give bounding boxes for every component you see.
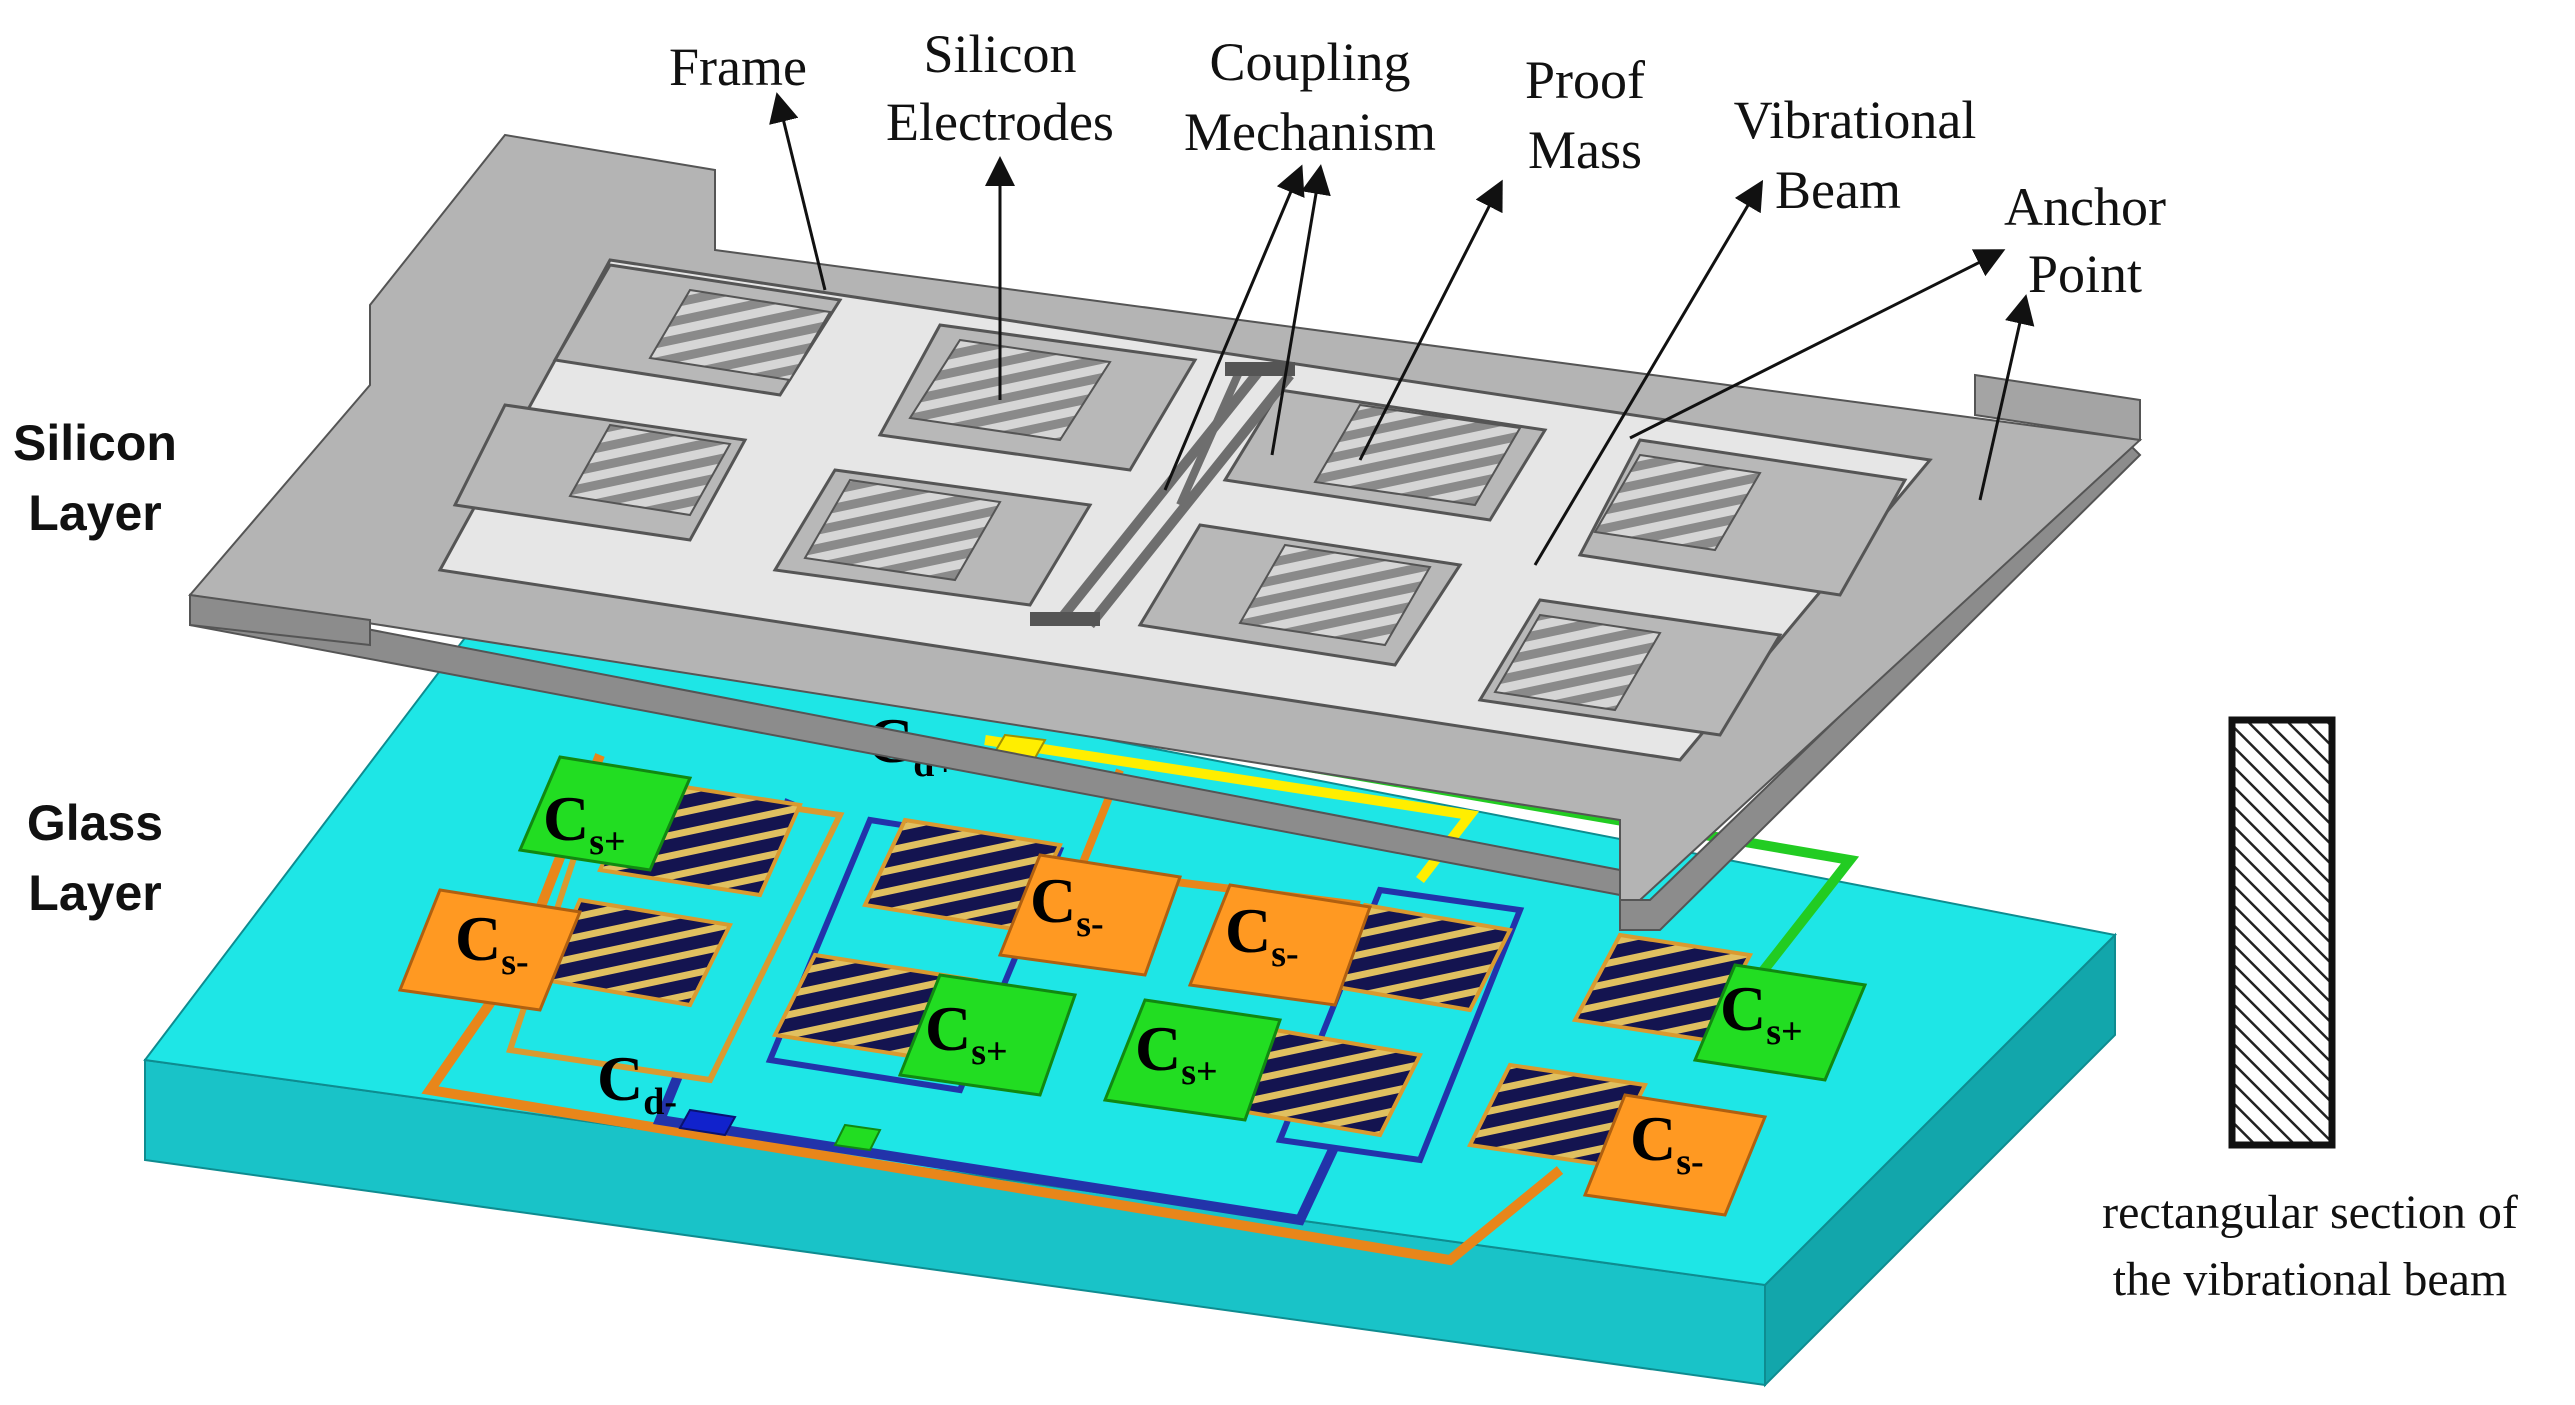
svg-text:Silicon: Silicon bbox=[923, 24, 1076, 84]
callout-vibrational-beam: Vibrational Beam bbox=[1533, 90, 1977, 566]
svg-text:Coupling: Coupling bbox=[1209, 32, 1410, 92]
callout-proof-mass: Proof Mass bbox=[1358, 50, 1645, 461]
callout-silicon-electrodes: Silicon Electrodes bbox=[886, 24, 1114, 400]
si-electrode-comb-2 bbox=[908, 338, 1112, 442]
cd-minus-label: Cd- bbox=[597, 1043, 677, 1123]
cs-plus-label-3: Cs+ bbox=[1135, 1013, 1218, 1093]
si-electrode-comb-8 bbox=[1493, 613, 1662, 712]
svg-text:Mass: Mass bbox=[1528, 120, 1642, 180]
glass-layer: Cd+ Cd- Cs+ Cs+ Cs+ Cs+ Cs- Cs- Cs- Cs- bbox=[143, 616, 2118, 1388]
silicon-layer-label: Silicon Layer bbox=[13, 415, 177, 541]
svg-text:Vibrational: Vibrational bbox=[1734, 90, 1977, 150]
coupling-beam-3 bbox=[1176, 368, 1244, 507]
cs-minus-label-4: Cs- bbox=[1630, 1103, 1704, 1183]
trace-orange-outer bbox=[421, 753, 1564, 1266]
cs-plus-pad-1 bbox=[517, 755, 693, 872]
cs-plus-label-1: Cs+ bbox=[543, 783, 626, 863]
green-small-pad bbox=[833, 1123, 882, 1152]
cs-minus-label-1: Cs- bbox=[455, 903, 529, 983]
svg-text:Layer: Layer bbox=[28, 865, 161, 921]
coupling-beam-1 bbox=[1056, 366, 1264, 624]
si-electrode-comb-7 bbox=[1593, 453, 1762, 552]
svg-text:Glass: Glass bbox=[27, 795, 163, 851]
si-electrode-comb-4 bbox=[803, 478, 1002, 582]
right-anchor-block bbox=[1974, 373, 2141, 442]
cs-plus-pad-3 bbox=[1102, 998, 1283, 1122]
si-electrode-comb-5 bbox=[1313, 403, 1522, 507]
si-electrode-comb-6 bbox=[1238, 543, 1432, 647]
svg-text:Beam: Beam bbox=[1775, 160, 1901, 220]
cs-minus-pad-3 bbox=[1187, 883, 1373, 1007]
callout-anchor-point: Anchor Point bbox=[1629, 177, 2166, 501]
svg-text:Mechanism: Mechanism bbox=[1184, 102, 1436, 162]
beam-section-caption: rectangular section of the vibrational b… bbox=[2102, 1186, 2518, 1306]
cs-minus-label-3: Cs- bbox=[1225, 895, 1299, 975]
callout-frame: Frame bbox=[669, 37, 827, 291]
callout-coupling-mechanism: Coupling Mechanism bbox=[1163, 32, 1436, 491]
svg-text:the vibrational beam: the vibrational beam bbox=[2113, 1253, 2508, 1306]
svg-text:Point: Point bbox=[2028, 244, 2142, 304]
svg-text:Anchor: Anchor bbox=[2004, 177, 2166, 237]
cs-plus-pad-4 bbox=[1692, 963, 1868, 1082]
cs-minus-pad-1 bbox=[397, 888, 583, 1012]
cs-minus-pad-4 bbox=[1582, 1093, 1768, 1217]
svg-text:rectangular section of: rectangular section of bbox=[2102, 1186, 2518, 1239]
coupling-link-bottom bbox=[1030, 612, 1100, 626]
coupling-beam-2 bbox=[1086, 371, 1294, 629]
cs-minus-label-2: Cs- bbox=[1030, 865, 1104, 945]
glass-layer-label: Glass Layer bbox=[27, 795, 163, 921]
cs-plus-label-2: Cs+ bbox=[925, 993, 1008, 1073]
svg-text:Layer: Layer bbox=[28, 485, 161, 541]
beam-section-hatched-rect bbox=[2228, 716, 2336, 1149]
cs-plus-label-4: Cs+ bbox=[1720, 973, 1803, 1053]
svg-text:Proof: Proof bbox=[1525, 50, 1645, 110]
si-electrode-comb-1 bbox=[648, 288, 832, 382]
cs-minus-pad-2 bbox=[997, 853, 1183, 977]
silicon-layer bbox=[188, 133, 2143, 931]
cs-plus-pad-2 bbox=[897, 973, 1078, 1097]
left-anchor-block bbox=[189, 593, 371, 647]
svg-text:Silicon: Silicon bbox=[13, 415, 177, 471]
cd-minus-pad bbox=[678, 1108, 737, 1137]
si-electrode-comb-3 bbox=[568, 423, 732, 517]
svg-text:Frame: Frame bbox=[669, 37, 807, 97]
svg-text:Electrodes: Electrodes bbox=[886, 92, 1114, 152]
coupling-link-top bbox=[1225, 362, 1295, 376]
